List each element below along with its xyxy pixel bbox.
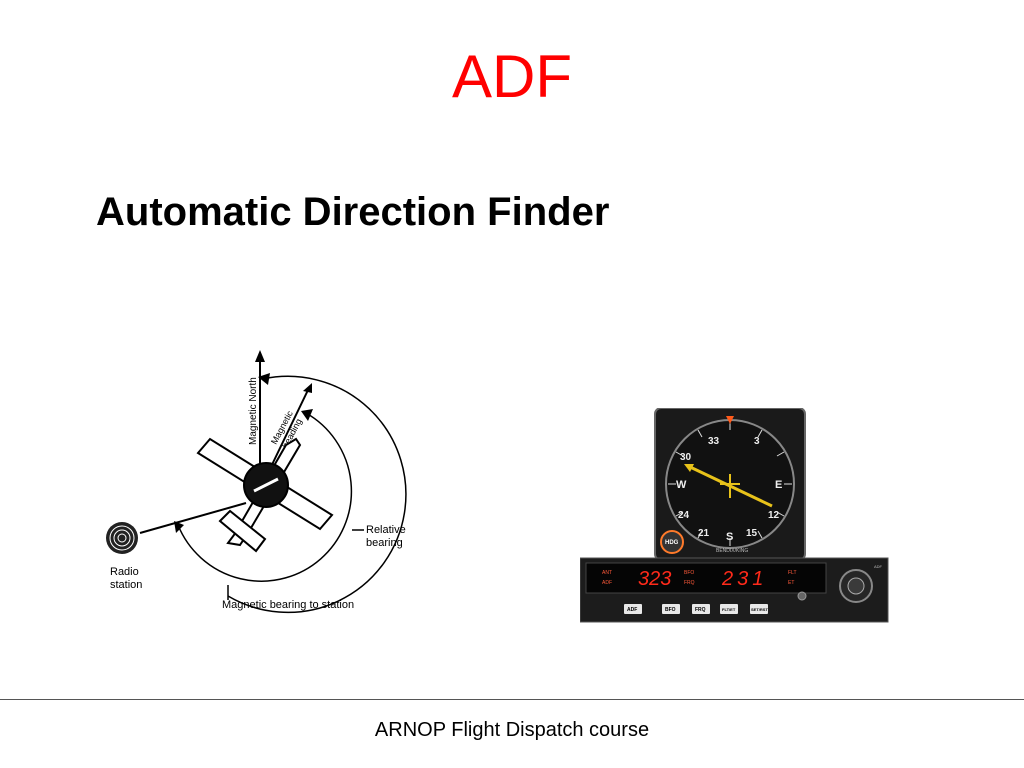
lubber-line <box>726 416 734 424</box>
adf-button[interactable] <box>624 604 642 614</box>
flt-et-button[interactable] <box>720 604 738 614</box>
bfo-button[interactable] <box>662 604 680 614</box>
magnetic-bearing-arrowhead <box>258 373 270 385</box>
set-rst-button[interactable] <box>750 604 768 614</box>
standby-frequency: 231 <box>721 568 767 590</box>
dial-label-30: 30 <box>680 452 692 463</box>
adf-gauge-needle <box>253 477 279 493</box>
dial-label-3: 3 <box>754 436 760 447</box>
dial-label-e: E <box>775 479 782 491</box>
relative-bearing-start-arrowhead <box>174 521 184 533</box>
relative-bearing-arc <box>177 412 353 582</box>
relative-bearing-label-1: Relative <box>366 524 406 536</box>
adf-button-label: ADF <box>627 607 637 613</box>
footer-divider <box>0 699 1024 700</box>
active-frequency: 323 <box>638 568 671 590</box>
set-rst-button-label: SET/RST <box>751 607 768 612</box>
relative-bearing-arrowhead <box>301 409 313 421</box>
hdg-knob[interactable] <box>660 530 684 554</box>
magnetic-bearing-arc <box>227 375 407 614</box>
heading-arrowhead <box>303 383 312 393</box>
display-flt-label: FLT <box>788 570 797 576</box>
station-bearing-line <box>139 502 247 534</box>
frq-button-label: FRQ <box>695 607 706 613</box>
hdg-knob-label: HDG <box>665 540 679 546</box>
dial-label-w: W <box>676 479 687 491</box>
tuning-knob-inner[interactable] <box>847 577 865 595</box>
receiver-display <box>585 562 827 594</box>
display-bfo-label: BFO <box>684 570 694 576</box>
volume-knob[interactable] <box>797 591 807 601</box>
magnetic-north-label: Magnetic North <box>248 377 259 445</box>
display-adf-label: ADF <box>602 580 612 586</box>
display-ant-label: ANT <box>602 570 612 576</box>
panel-caption: ADF <box>874 564 883 569</box>
magnetic-bearing-label: Magnetic bearing to station <box>222 599 354 611</box>
radio-station-icon <box>106 522 138 554</box>
dial-label-s: S <box>726 531 733 543</box>
adf-instrument: 33 3 E 12 15 S 21 24 W 30 BENDIX/KING HD… <box>580 408 889 623</box>
slide-subtitle: Automatic Direction Finder <box>96 190 610 234</box>
airplane-tail <box>218 509 267 553</box>
slide-title: ADF <box>452 43 572 110</box>
bfo-button-label: BFO <box>665 607 676 613</box>
radio-station-label-2: station <box>110 579 142 591</box>
north-arrowhead <box>255 350 265 362</box>
dial-label-24: 24 <box>678 510 690 521</box>
relative-bearing-label-2: bearing <box>366 537 403 549</box>
adf-needle-head <box>684 464 694 472</box>
slide-footer: ARNOP Flight Dispatch course <box>374 719 650 741</box>
radio-station-label-1: Radio <box>110 566 139 578</box>
dial-label-33: 33 <box>708 436 720 447</box>
heading-line <box>267 389 309 474</box>
flt-et-button-label: FLT/ET <box>722 607 736 612</box>
compass-ticks <box>668 422 792 546</box>
dial-label-15: 15 <box>746 528 758 539</box>
adf-bearing-diagram: Magnetic North Magnetic heading Radio st… <box>106 350 407 614</box>
indicator-brand: BENDIX/KING <box>716 548 748 554</box>
display-et-label: ET <box>788 580 794 586</box>
dial-label-12: 12 <box>768 510 780 521</box>
dial-label-21: 21 <box>698 528 710 539</box>
display-frq-label: FRQ <box>684 580 695 586</box>
frq-button[interactable] <box>692 604 710 614</box>
